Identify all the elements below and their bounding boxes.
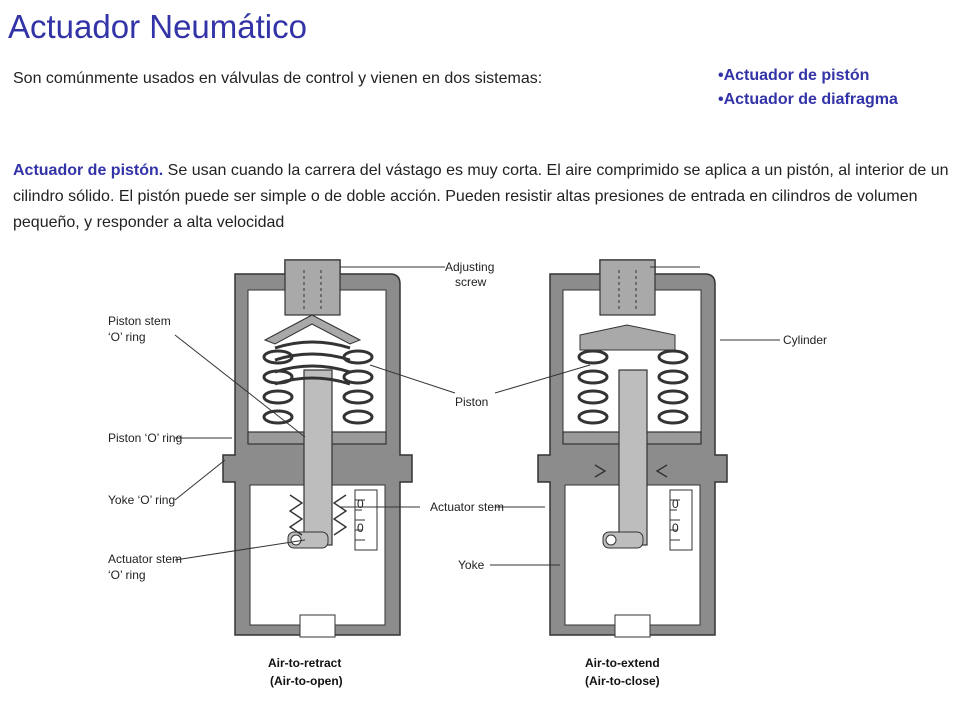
- caption-right-1: Air-to-extend: [585, 656, 660, 670]
- paragraph-body: Se usan cuando la carrera del vástago es…: [13, 162, 949, 231]
- air-to-extend-actuator: [536, 258, 729, 639]
- label-adjusting-screw-1: Adjusting: [445, 260, 494, 274]
- piston-actuator-description: Actuador de pistón. Se usan cuando la ca…: [13, 158, 953, 236]
- intro-text: Son comúnmente usados en válvulas de con…: [13, 70, 543, 87]
- scale-mark: 0: [357, 521, 364, 535]
- label-piston-stem-oring-1: Piston stem: [108, 314, 171, 328]
- label-yoke-oring: Yoke ‘O’ ring: [108, 493, 175, 507]
- label-actuator-stem: Actuator stem: [430, 500, 504, 514]
- label-adjusting-screw-2: screw: [455, 275, 487, 289]
- label-yoke: Yoke: [458, 558, 485, 572]
- scale-mark: 0: [672, 521, 679, 535]
- bullet-piston-actuator: •Actuador de pistón: [718, 67, 870, 84]
- label-actuator-stem-oring-2: ‘O’ ring: [108, 568, 146, 582]
- page-title: Actuador Neumático: [8, 8, 307, 45]
- label-piston-oring: Piston ‘O’ ring: [108, 431, 182, 445]
- label-cylinder: Cylinder: [783, 333, 827, 347]
- label-actuator-stem-oring-1: Actuator stem: [108, 552, 182, 566]
- caption-left-2: (Air-to-open): [270, 674, 343, 688]
- piston-actuator-diagram: Adjusting screw Cylinder Piston Actuator…: [108, 258, 827, 688]
- label-piston: Piston: [455, 395, 488, 409]
- air-to-retract-actuator: [221, 258, 414, 639]
- scale-mark: 0: [357, 497, 364, 511]
- caption-right-2: (Air-to-close): [585, 674, 660, 688]
- paragraph-lead: Actuador de pistón.: [13, 162, 164, 179]
- actuator-type-list: •Actuador de pistón •Actuador de diafrag…: [718, 64, 898, 112]
- caption-left-1: Air-to-retract: [268, 656, 341, 670]
- scale-mark: 0: [672, 497, 679, 511]
- bullet-diaphragm-actuator: •Actuador de diafragma: [718, 91, 898, 108]
- label-piston-stem-oring-2: ‘O’ ring: [108, 330, 146, 344]
